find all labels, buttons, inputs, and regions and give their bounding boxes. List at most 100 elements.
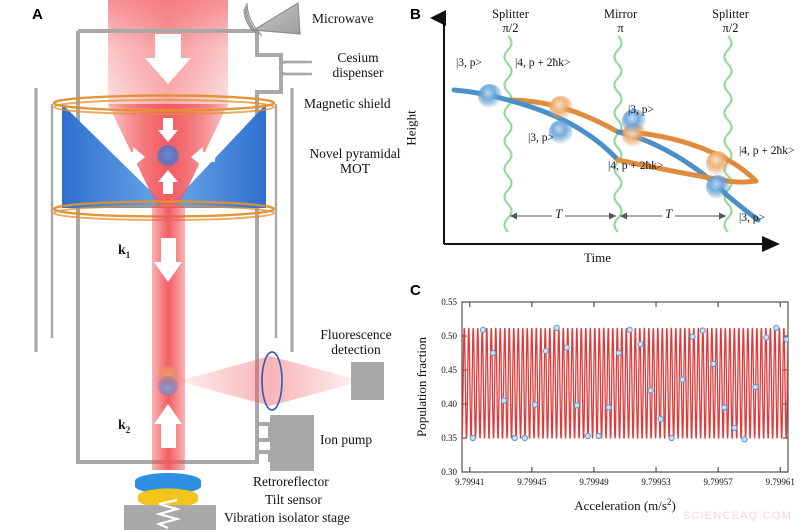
x-tick-label: 9.79949 (579, 477, 609, 487)
panel-b-xlabel: Time (584, 250, 611, 265)
beam-direction-arrow-k1 (154, 238, 182, 282)
x-tick-label: 9.79961 (766, 477, 795, 487)
data-point (657, 415, 664, 423)
panel-a-apparatus: A Microwave Cesium dispenser Magnetic sh… (32, 0, 401, 530)
interval-label-2: T (662, 206, 676, 222)
data-point (479, 326, 487, 334)
magnetic-shield (34, 88, 294, 352)
panel-a-svg (34, 0, 384, 530)
x-tick-label: 9.79953 (641, 477, 671, 487)
data-point (521, 434, 529, 442)
label-fluorescence-detection: Fluorescence detection (320, 327, 392, 358)
y-tick-label: 0.45 (441, 365, 457, 375)
label-cesium-dispenser: Cesium dispenser (332, 50, 384, 81)
beam-direction-arrow-k2 (154, 404, 182, 448)
y-tick-label: 0.30 (441, 467, 457, 477)
state-label-7: |3, p> (739, 212, 766, 224)
data-point (689, 333, 696, 340)
label-retroreflector: Retroreflector (253, 474, 329, 489)
label-k2-wavevector: k2 (118, 418, 131, 435)
y-tick-label: 0.40 (441, 399, 457, 409)
pulse-heading-mirror: Mirror π (603, 7, 638, 36)
pulse-line-splitter-2 (723, 35, 733, 233)
data-point (489, 349, 497, 357)
mot-cooling-arrows (121, 118, 215, 194)
panel-b-svg (430, 10, 780, 252)
data-point (626, 326, 633, 334)
plot-frame (461, 301, 789, 473)
x-tick-label: 9.79945 (517, 477, 547, 487)
data-point (563, 344, 570, 351)
pulse-heading-splitter-2: Splitter π/2 (712, 7, 749, 36)
data-point (679, 376, 686, 383)
fluorescence-cone (178, 356, 355, 406)
magnetic-field-coils (52, 94, 276, 221)
data-point-group (469, 324, 800, 443)
y-tick-label: 0.35 (441, 433, 457, 443)
data-point (553, 324, 560, 331)
pulse-line-splitter-1 (503, 35, 513, 233)
beam-direction-arrow-top (145, 34, 191, 84)
label-ion-pump: Ion pump (320, 432, 373, 447)
panel-b-letter: B (410, 6, 421, 23)
data-point (763, 334, 770, 341)
data-point (710, 360, 717, 368)
label-k1-wavevector: k1 (118, 243, 131, 260)
path-lower-arm (451, 87, 621, 163)
state-label-3: |3, p> (528, 132, 555, 144)
data-point (783, 336, 788, 343)
chart-xlabel: Acceleration (m/s2) (574, 497, 676, 513)
data-point (637, 341, 644, 348)
data-point (795, 396, 800, 401)
collection-lens-icon (261, 351, 283, 411)
data-point (500, 397, 508, 404)
data-point (584, 432, 591, 440)
y-tick-label: 0.50 (441, 331, 457, 341)
label-tilt-sensor: Tilt sensor (265, 492, 322, 507)
state-label-5: |4, p + 2ħk> (608, 160, 664, 172)
data-point (647, 387, 654, 394)
data-point (542, 347, 549, 355)
state-label-6: |4, p + 2ħk> (739, 145, 795, 157)
microwave-horn-icon (243, 1, 301, 37)
data-point (731, 424, 738, 431)
x-tick-label: 9.79941 (455, 477, 484, 487)
state-label-1: |3, p> (456, 57, 483, 69)
data-point (773, 324, 780, 331)
label-magnetic-shield: Magnetic shield (304, 96, 391, 111)
data-point (531, 401, 539, 408)
data-point (595, 432, 602, 440)
data-point (511, 434, 518, 442)
panel-b-ylabel: Height (403, 110, 419, 146)
data-point (752, 383, 759, 391)
panel-c-svg: 9.79941 9.79945 9.79949 9.79953 9.79957 9.799… (414, 297, 800, 513)
mot-atom-cloud (157, 145, 179, 167)
chart-ylabel: Population fraction (414, 337, 429, 438)
retroreflector-stack (135, 473, 201, 508)
label-microwave: Microwave (312, 11, 374, 26)
falling-atom-cloud (158, 366, 178, 396)
fit-curve (462, 327, 788, 439)
data-point (615, 349, 622, 357)
label-pyramidal-mot: Novel pyramidal MOT (309, 146, 401, 177)
state-label-2: |4, p + 2ħk> (515, 57, 571, 69)
ion-pump-block (257, 415, 314, 471)
y-tick-label: 0.55 (441, 297, 457, 307)
panel-b-interferometer-diagram: B Splitter π/2 Mirror π Splitter π/2 |3,… (403, 0, 800, 278)
x-tick-label: 9.79957 (704, 477, 734, 487)
watermark: SCIENCEAQ.COM (682, 510, 792, 522)
vibration-isolator-stage (124, 498, 216, 530)
data-point (573, 402, 581, 409)
pulse-heading-splitter-1: Splitter π/2 (492, 7, 529, 36)
data-point (469, 434, 477, 442)
label-vibration-isolator-stage: Vibration isolator stage (224, 510, 350, 525)
panel-c-letter: C (410, 282, 421, 299)
data-point (721, 404, 728, 411)
photodetector-block (351, 362, 384, 400)
data-point (605, 404, 612, 411)
panel-a-letter: A (32, 6, 43, 23)
state-label-4: |3, p> (628, 104, 655, 116)
data-point (699, 327, 706, 334)
